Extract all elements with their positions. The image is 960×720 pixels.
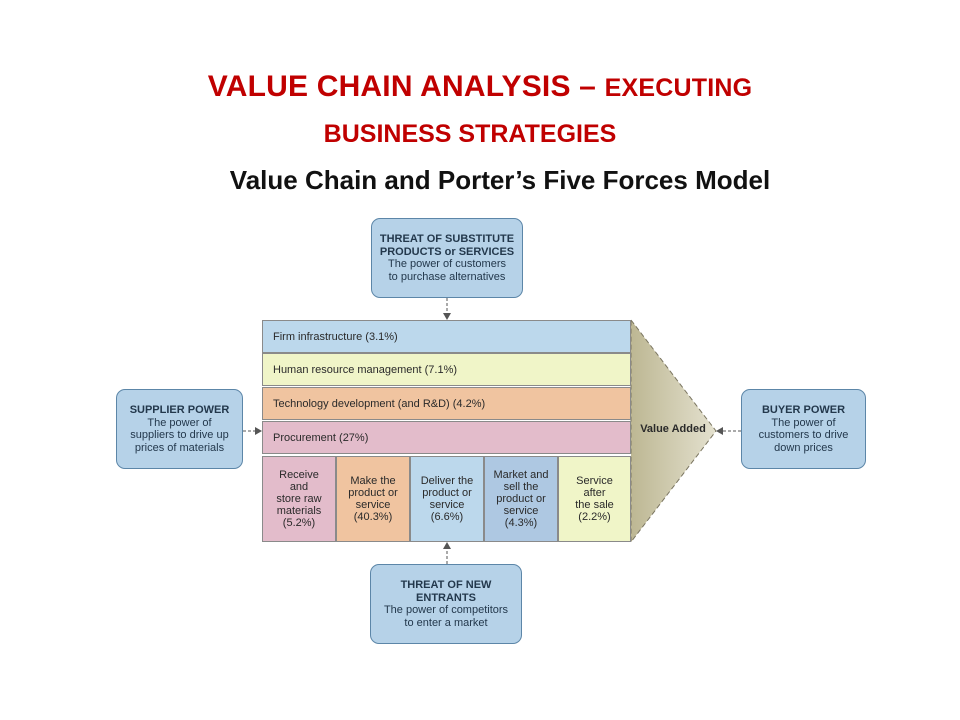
primary-line: (40.3%) (353, 511, 393, 523)
primary-service-after-sale: Service after the sale (2.2%) (558, 456, 631, 542)
buyer-desc-3: down prices (774, 441, 833, 454)
supplier-desc-3: prices of materials (134, 441, 225, 454)
buyer-power-box: BUYER POWER The power of customers to dr… (741, 389, 866, 469)
buyer-title: BUYER POWER (761, 404, 846, 416)
primary-market-sell: Market and sell the product or service (… (484, 456, 558, 542)
primary-line: Deliver the (420, 475, 474, 487)
primary-line: Market and (493, 469, 549, 481)
substitutes-desc-2: to purchase alternatives (388, 270, 506, 283)
primary-line: service (429, 499, 465, 511)
entrants-title-1: THREAT OF NEW (400, 579, 492, 591)
primary-line: (5.2%) (282, 517, 316, 529)
primary-line: (4.3%) (504, 517, 538, 529)
value-added-label: Value Added (640, 423, 706, 435)
substitutes-desc-1: The power of customers (388, 258, 506, 270)
slide-title-line2: BUSINESS STRATEGIES (323, 120, 617, 148)
primary-line: sell the (503, 481, 539, 493)
primary-line: service (503, 505, 539, 517)
arrowhead-entrants (443, 542, 451, 549)
primary-line: Service (576, 475, 613, 487)
supplier-title: SUPPLIER POWER (129, 404, 230, 416)
support-procurement: Procurement (27%) (262, 421, 631, 454)
primary-line: Receive (279, 469, 319, 481)
threat-of-new-entrants-box: THREAT OF NEW ENTRANTS The power of comp… (370, 564, 522, 644)
primary-line: (2.2%) (578, 511, 611, 523)
arrowhead-buyer (716, 427, 723, 435)
supplier-power-box: SUPPLIER POWER The power of suppliers to… (116, 389, 243, 469)
primary-line: and (289, 481, 309, 493)
slide-title: VALUE CHAIN ANALYSIS – EXECUTING (0, 70, 960, 104)
primary-line: product or (496, 493, 546, 505)
substitutes-title-2: PRODUCTS or SERVICES (379, 245, 515, 258)
value-added-chevron (630, 318, 717, 544)
support-technology-development: Technology development (and R&D) (4.2%) (262, 387, 631, 420)
primary-line: store raw (276, 493, 322, 505)
primary-line: Make the (350, 475, 396, 487)
primary-line: product or (348, 487, 398, 499)
substitutes-title-1: THREAT OF SUBSTITUTE (379, 233, 515, 245)
primary-line: service (355, 499, 391, 511)
primary-line: after (583, 487, 606, 499)
primary-receive-store: Receive and store raw materials (5.2%) (262, 456, 336, 542)
entrants-title-2: ENTRANTS (416, 591, 476, 604)
arrowhead-substitutes (443, 313, 451, 320)
buyer-desc-1: The power of (771, 416, 836, 429)
arrowhead-supplier (255, 427, 262, 435)
support-firm-infrastructure: Firm infrastructure (3.1%) (262, 320, 631, 353)
primary-make-product: Make the product or service (40.3%) (336, 456, 410, 542)
entrants-desc-1: The power of competitors (383, 604, 509, 616)
supplier-desc-2: suppliers to drive up (130, 429, 229, 441)
buyer-desc-2: customers to drive (758, 429, 849, 441)
primary-line: (6.6%) (430, 511, 464, 523)
support-human-resource-management: Human resource management (7.1%) (262, 353, 631, 386)
slide-title-small: EXECUTING (604, 74, 753, 102)
threat-of-substitutes-box: THREAT OF SUBSTITUTE PRODUCTS or SERVICE… (371, 218, 523, 298)
primary-line: the sale (575, 499, 614, 511)
primary-line: materials (276, 505, 322, 517)
slide-subtitle: Value Chain and Porter’s Five Forces Mod… (229, 165, 771, 195)
entrants-desc-2: to enter a market (404, 616, 488, 629)
slide-title-main: VALUE CHAIN ANALYSIS – (207, 70, 597, 103)
primary-line: product or (422, 487, 472, 499)
supplier-desc-1: The power of (147, 416, 212, 429)
primary-deliver-product: Deliver the product or service (6.6%) (410, 456, 484, 542)
